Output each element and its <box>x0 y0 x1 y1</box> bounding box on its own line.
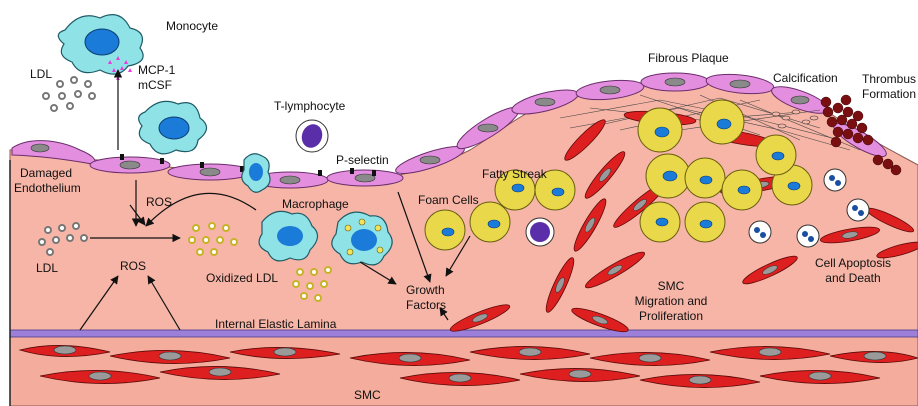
ldl-particles-top <box>43 77 95 111</box>
label-smc-migration-line3: Proliferation <box>616 309 726 323</box>
label-mcsf: mCSF <box>138 78 172 92</box>
label-oxidized-ldl: Oxidized LDL <box>206 271 278 285</box>
label-apoptosis-line2: and Death <box>800 271 906 285</box>
label-ldl-top: LDL <box>30 67 52 81</box>
label-fibrous-plaque: Fibrous Plaque <box>648 51 729 65</box>
label-ros-top: ROS <box>146 195 172 209</box>
label-thrombus-line2: Formation <box>862 87 916 101</box>
macrophage-ldl-uptake <box>332 212 392 265</box>
label-calcification: Calcification <box>773 71 838 85</box>
media-layer <box>10 334 918 406</box>
label-fatty-streak: Fatty Streak <box>482 167 547 181</box>
label-internal-elastic-lamina: Internal Elastic Lamina <box>215 317 336 331</box>
internal-elastic-lamina <box>10 330 918 337</box>
monocyte-adhering <box>139 101 207 154</box>
label-smc-migration-line2: Migration and <box>616 294 726 308</box>
label-mcp1: MCP-1 <box>138 63 175 77</box>
label-ldl-left: LDL <box>36 261 58 275</box>
label-thrombus-line1: Thrombus <box>862 72 916 86</box>
monocyte-cell <box>58 15 143 75</box>
label-growth-line1: Growth <box>406 283 445 297</box>
label-foam-cells: Foam Cells <box>418 193 479 207</box>
label-p-selectin: P-selectin <box>336 153 389 167</box>
label-damaged-line1: Damaged <box>20 166 72 180</box>
label-t-lymphocyte: T-lymphocyte <box>274 99 345 113</box>
t-lymphocyte-cell <box>296 120 328 152</box>
label-damaged-line2: Endothelium <box>14 181 81 195</box>
label-smc-migration-line1: SMC <box>626 279 716 293</box>
label-ros-mid: ROS <box>120 259 146 273</box>
label-monocyte: Monocyte <box>166 19 218 33</box>
label-apoptosis-line1: Cell Apoptosis <box>800 256 906 270</box>
label-smc-bottom: SMC <box>354 388 381 402</box>
label-growth-line2: Factors <box>406 298 446 312</box>
label-macrophage: Macrophage <box>282 197 349 211</box>
